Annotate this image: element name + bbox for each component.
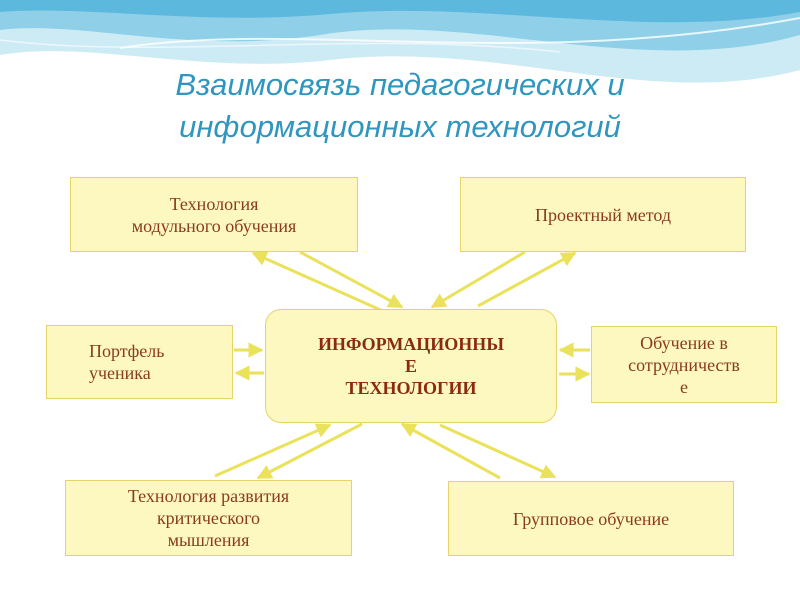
- arrow-modular-to-center: [299, 250, 404, 309]
- central-node-information-technologies: ИНФОРМАЦИОННЫ Е ТЕХНОЛОГИИ: [265, 309, 557, 423]
- slide-title-line-1: Взаимосвязь педагогических и: [175, 67, 625, 102]
- central-node-line-3: ТЕХНОЛОГИИ: [345, 378, 477, 398]
- arrow-critical-to-center: [214, 423, 332, 478]
- node-critical-line-3: мышления: [167, 530, 250, 550]
- node-student-portfolio: Портфель ученика: [46, 325, 233, 399]
- arrow-center-to-group: [439, 423, 557, 479]
- central-node-line-1: ИНФОРМАЦИОННЫ: [317, 334, 504, 354]
- node-portfolio-line-1: Портфель: [89, 341, 165, 361]
- arrow-center-to-project: [477, 251, 577, 308]
- central-node-line-2: Е: [404, 356, 417, 376]
- node-cooperative-learning: Обучение в сотрудничеств е: [591, 326, 777, 403]
- node-critical-thinking: Технология развития критического мышлени…: [65, 480, 352, 556]
- node-critical-line-2: критического: [156, 508, 261, 528]
- node-cooperation-line-2: сотрудничеств: [628, 354, 740, 375]
- arrow-project-to-center: [430, 250, 526, 309]
- node-critical-line-1: Технология развития: [127, 486, 290, 506]
- node-cooperation-line-1: Обучение в: [640, 332, 728, 353]
- node-project-method: Проектный метод: [460, 177, 746, 252]
- slide-title: Взаимосвязь педагогических и информацион…: [40, 64, 760, 148]
- node-cooperation-line-3: е: [680, 376, 688, 397]
- header-wave-decoration: [0, 0, 800, 83]
- slide-title-line-2: информационных технологий: [179, 109, 621, 144]
- arrow-group-to-center: [400, 422, 501, 480]
- node-modular-learning: Технология модульного обучения: [70, 177, 358, 252]
- arrow-center-to-critical: [256, 422, 363, 480]
- node-group-learning: Групповое обучение: [448, 481, 734, 556]
- node-portfolio-line-2: ученика: [89, 363, 151, 383]
- arrow-center-to-modular: [251, 251, 386, 314]
- node-group-line-1: Групповое обучение: [512, 508, 670, 529]
- node-modular-line-1: Технология: [169, 193, 259, 214]
- node-modular-line-2: модульного обучения: [131, 215, 297, 236]
- node-project-line-1: Проектный метод: [534, 204, 672, 225]
